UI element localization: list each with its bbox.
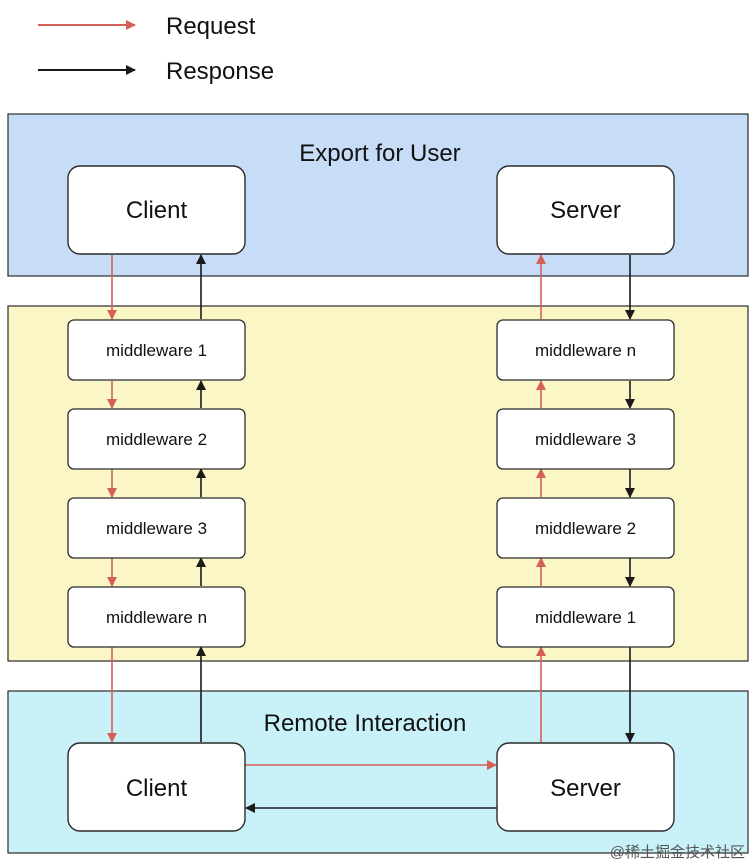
top-client-label: Client [126,197,188,224]
top-server-box: Server [496,165,675,255]
middleware-box-left: middleware n [67,586,246,648]
connectors [107,254,635,813]
middleware-label: middleware 1 [106,341,207,360]
middleware-label: middleware 2 [106,430,207,449]
bottom-client-box: Client [67,742,246,832]
middleware-box-left: middleware 1 [67,319,246,381]
middleware-label: middleware n [106,608,207,627]
middleware-label: middleware 3 [535,430,636,449]
middleware-box-left: middleware 3 [67,497,246,559]
watermark: @稀土掘金技术社区 [610,844,745,861]
panel-title-export-for-user: Export for User [299,140,460,167]
middleware-box-right: middleware 1 [496,586,675,648]
middleware-box-right: middleware n [496,319,675,381]
bottom-client-label: Client [126,775,188,802]
middleware-box-left: middleware 2 [67,408,246,470]
top-server-label: Server [550,197,621,224]
legend: Request Response [38,13,274,85]
middleware-label: middleware 3 [106,519,207,538]
middleware-box-right: middleware 2 [496,497,675,559]
middleware-label: middleware 1 [535,608,636,627]
middleware-label: middleware n [535,341,636,360]
middleware-box-right: middleware 3 [496,408,675,470]
legend-response-label: Response [166,58,274,85]
middleware-stack: middleware 1 middleware 2 middleware 3 midd… [67,319,675,648]
bottom-server-label: Server [550,775,621,802]
middleware-label: middleware 2 [535,519,636,538]
top-client-box: Client [67,165,246,255]
panel-title-remote-interaction: Remote Interaction [264,710,467,737]
bottom-server-box: Server [496,742,675,832]
legend-request-label: Request [166,13,256,40]
